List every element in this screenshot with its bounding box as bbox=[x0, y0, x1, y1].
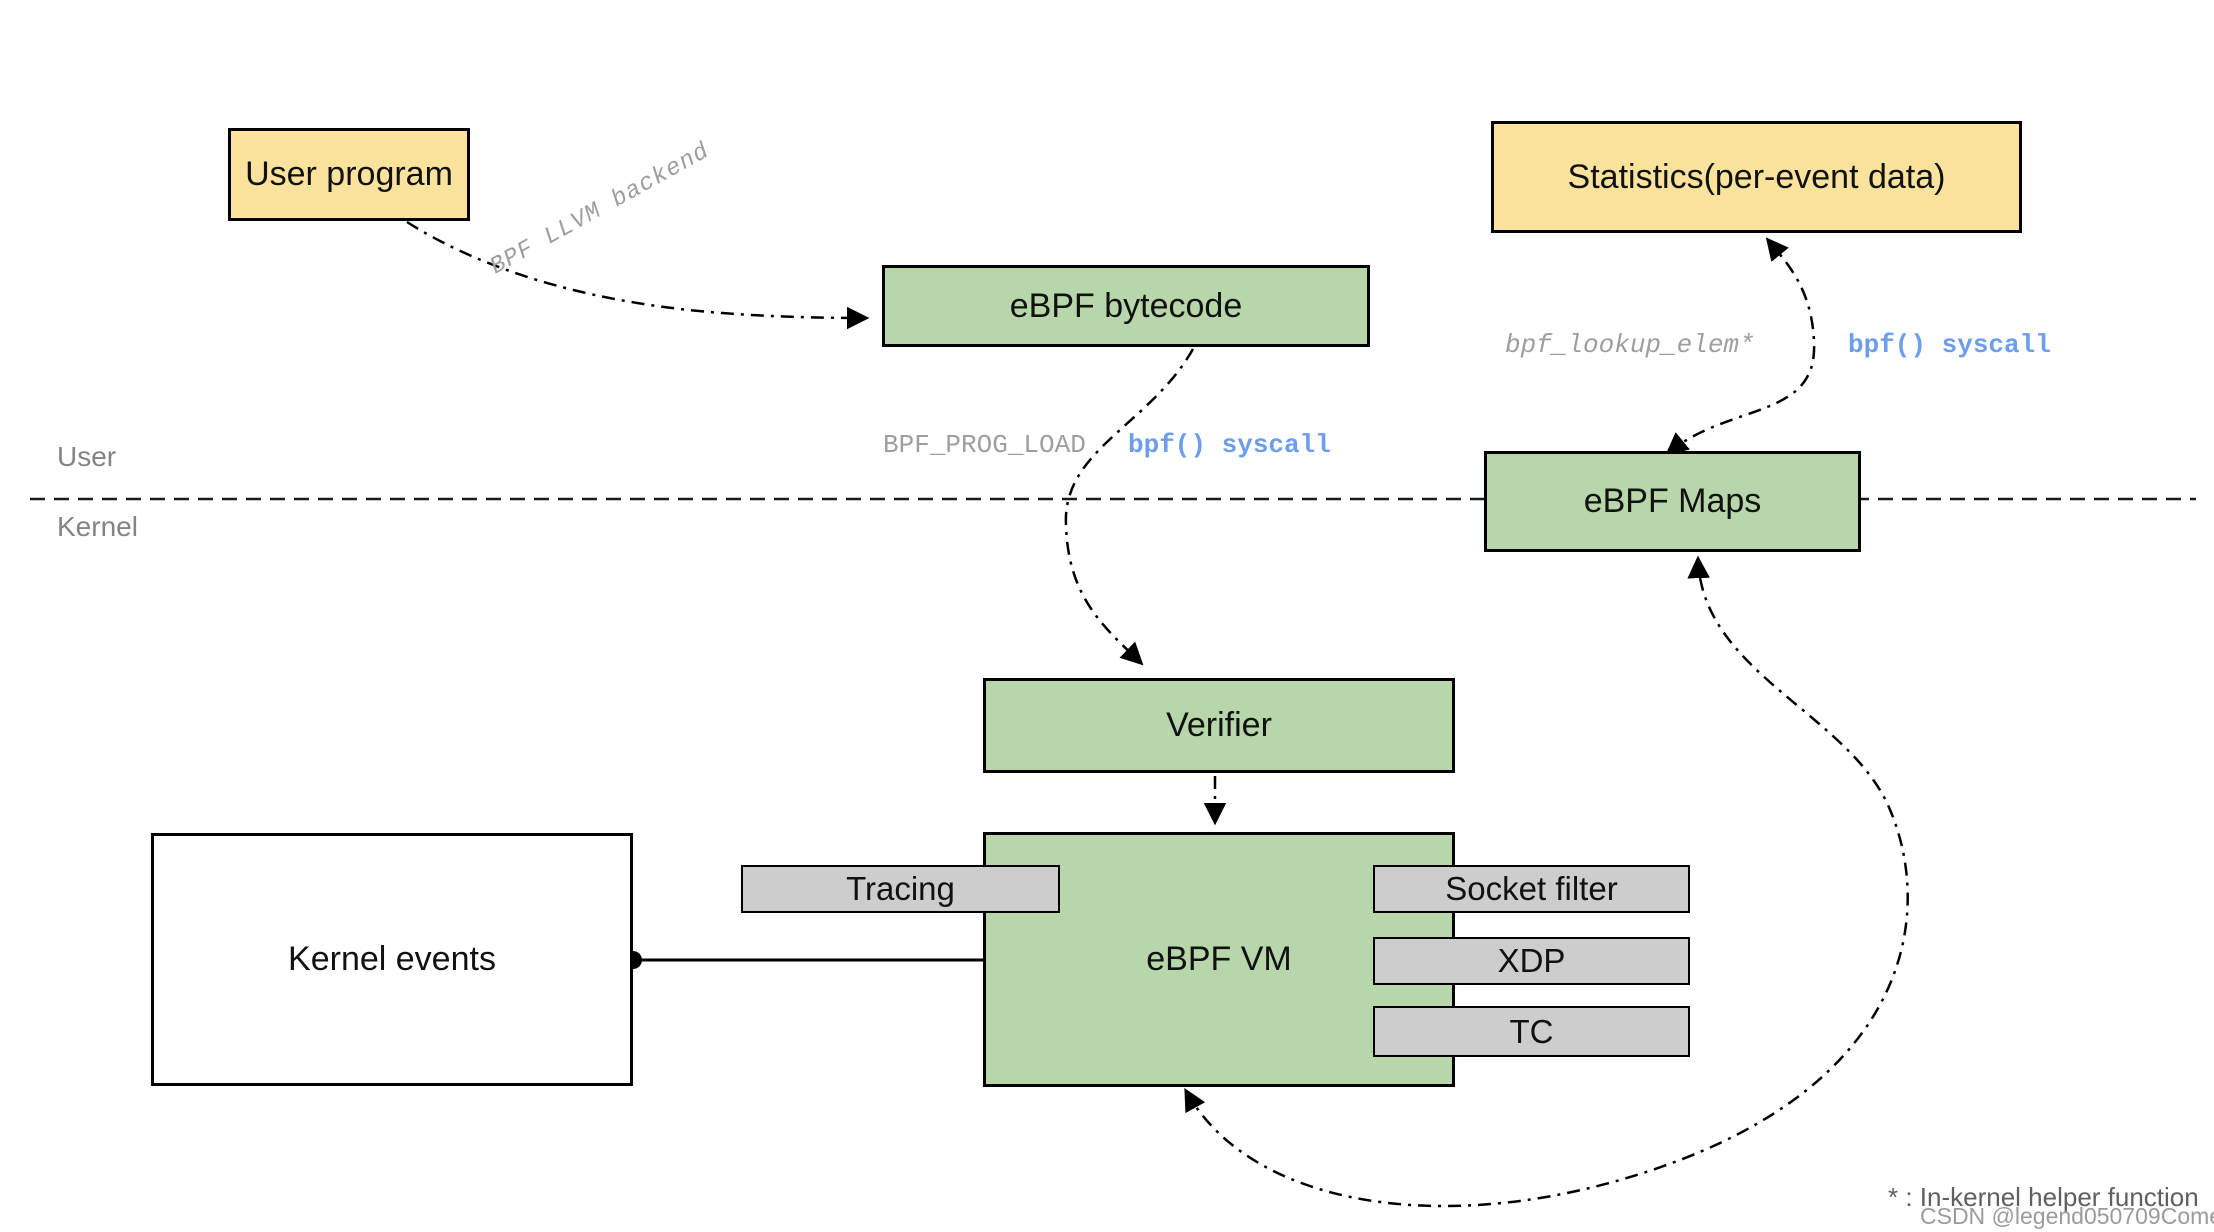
statistics-label: Statistics(per-event data) bbox=[1567, 157, 1946, 196]
helper-function-footnote: * : In-kernel helper function bbox=[1888, 1182, 2199, 1212]
arrow-user-program-to-bytecode bbox=[406, 220, 870, 330]
tracing-tab: Tracing bbox=[741, 865, 1060, 913]
bpf-prog-load-label: BPF_PROG_LOAD bbox=[883, 430, 1086, 460]
bpf-syscall-label-lookup: bpf() syscall bbox=[1848, 330, 2051, 360]
user-program-box: User program bbox=[228, 128, 470, 221]
bpf-syscall-label-load: bpf() syscall bbox=[1128, 430, 1331, 460]
bpf-lookup-elem-label: bpf_lookup_elem* bbox=[1505, 330, 1755, 360]
tc-label: TC bbox=[1509, 1012, 1554, 1050]
ebpf-maps-label: eBPF Maps bbox=[1583, 482, 1762, 520]
ebpf-bytecode-label: eBPF bytecode bbox=[1009, 286, 1243, 325]
statistics-box: Statistics(per-event data) bbox=[1491, 121, 2022, 233]
kernel-space-label: Kernel bbox=[57, 511, 138, 542]
xdp-tab: XDP bbox=[1373, 937, 1690, 985]
user-program-label: User program bbox=[245, 155, 453, 193]
ebpf-bytecode-box: eBPF bytecode bbox=[882, 265, 1370, 347]
tc-tab: TC bbox=[1373, 1006, 1690, 1057]
xdp-label: XDP bbox=[1497, 942, 1566, 979]
csdn-watermark: CSDN @legend050709ComeON bbox=[1920, 1203, 2214, 1229]
ebpf-maps-box: eBPF Maps bbox=[1484, 451, 1861, 552]
arrow-maps-to-statistics bbox=[1665, 237, 1816, 456]
ebpf-vm-label: eBPF VM bbox=[1146, 940, 1292, 978]
user-space-label: User bbox=[57, 441, 117, 472]
socket-filter-label: Socket filter bbox=[1445, 870, 1618, 907]
arrow-vm-to-maps bbox=[1184, 555, 1909, 1208]
arrow-bytecode-to-verifier bbox=[1064, 348, 1195, 666]
socket-filter-tab: Socket filter bbox=[1373, 865, 1690, 913]
tracing-label: Tracing bbox=[846, 870, 955, 907]
verifier-box: Verifier bbox=[983, 678, 1455, 773]
kernel-events-box: Kernel events bbox=[151, 833, 633, 1086]
kernel-events-label: Kernel events bbox=[288, 940, 496, 978]
verifier-label: Verifier bbox=[1166, 706, 1272, 744]
